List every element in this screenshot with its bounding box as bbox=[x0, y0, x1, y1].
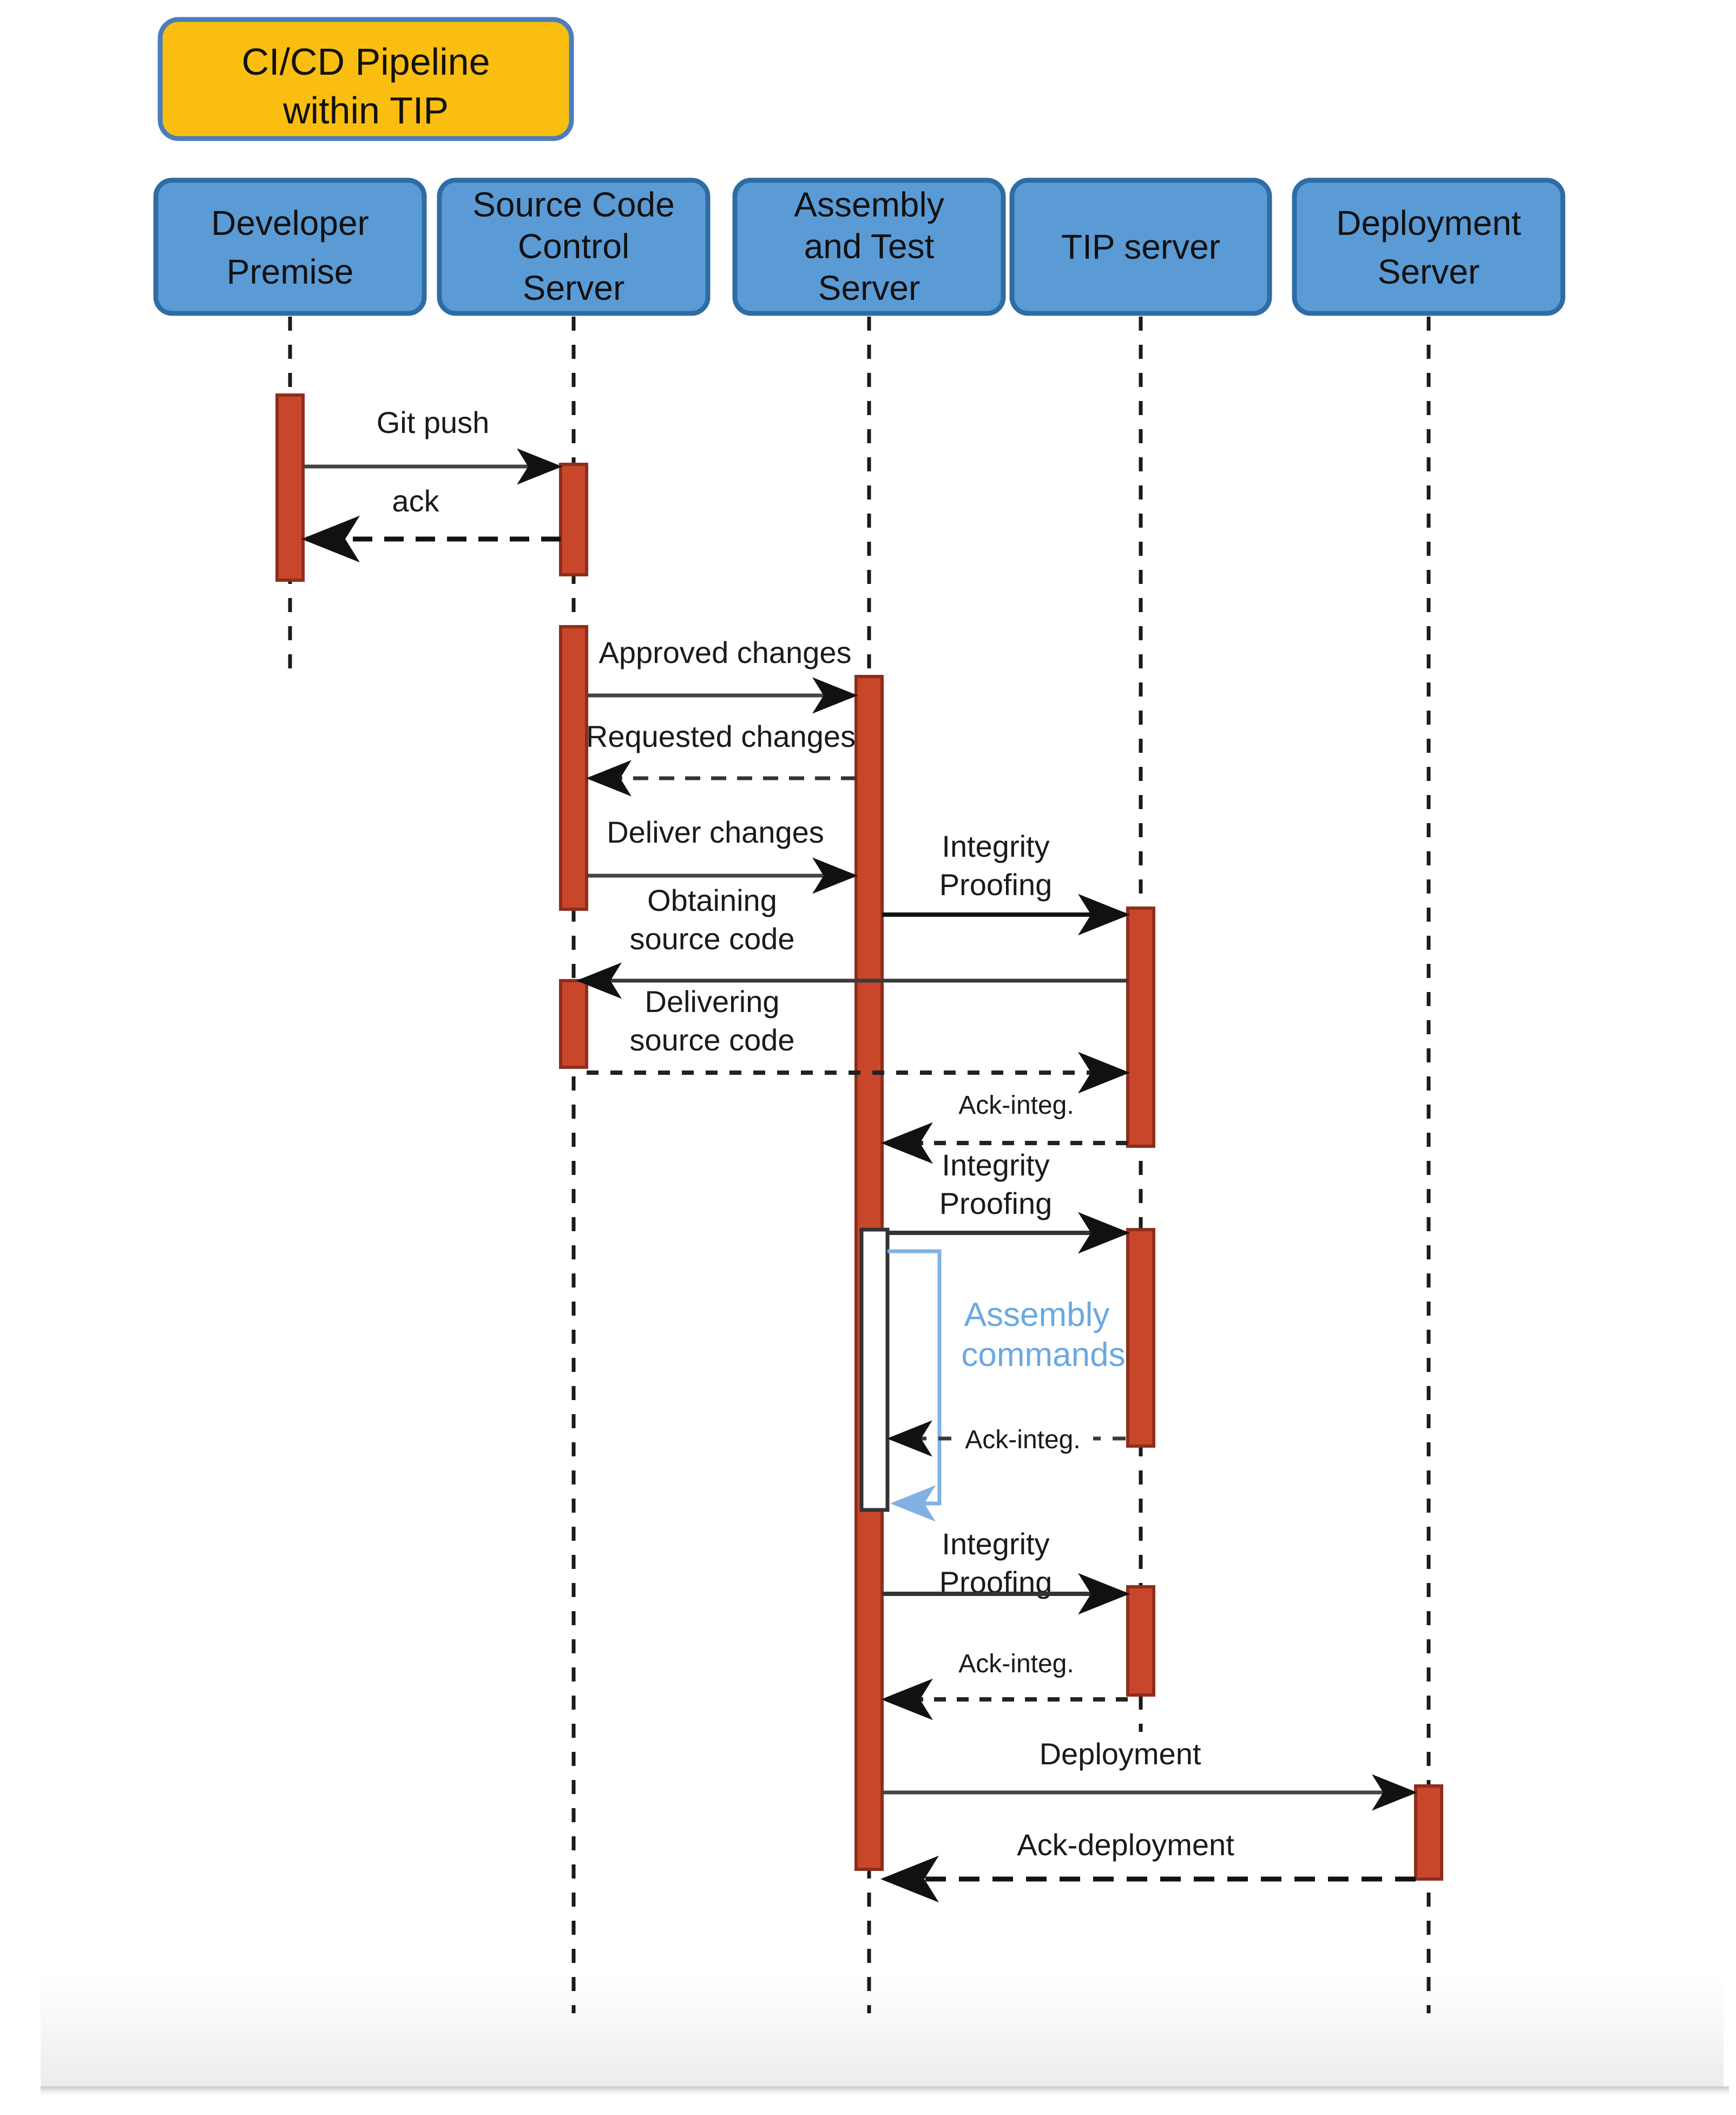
activation-deploy-1 bbox=[1414, 1784, 1443, 1881]
message-obtaining-source-code-line-2: source code bbox=[629, 922, 794, 956]
participant-tip-line-1: TIP server bbox=[1061, 227, 1220, 266]
message-integrity-proofing-3-line-1: Integrity bbox=[942, 1527, 1049, 1561]
participant-dev-line-2: Premise bbox=[227, 252, 354, 291]
activation-dev-1 bbox=[275, 393, 305, 582]
message-requested-changes-label: Requested changes bbox=[586, 719, 856, 753]
activation-tip-2 bbox=[1126, 1228, 1155, 1448]
message-ack-integ-1: Ack-integ. bbox=[881, 1091, 1128, 1164]
activation-assem-nested bbox=[859, 1227, 890, 1512]
participant-deploy[interactable]: Deployment Server bbox=[1292, 178, 1566, 316]
message-obtaining-source-code-line-1: Obtaining bbox=[647, 883, 777, 917]
message-approved-changes: Approved changes bbox=[587, 635, 858, 714]
message-git-push-label: Git push bbox=[377, 405, 490, 439]
participant-assem-line-2: and Test bbox=[804, 227, 935, 266]
message-deployment-label: Deployment bbox=[1040, 1737, 1201, 1771]
message-deliver-changes: Deliver changes bbox=[587, 815, 858, 894]
message-ack-integ-1-label: Ack-integ. bbox=[958, 1091, 1074, 1120]
activation-bars bbox=[275, 393, 1443, 1881]
message-ack-label: ack bbox=[392, 484, 439, 518]
participant-scc-line-1: Source Code bbox=[472, 185, 675, 224]
activation-tip-3 bbox=[1126, 1585, 1155, 1697]
title-box-rect bbox=[157, 17, 574, 141]
message-integrity-proofing-1: Integrity Proofing bbox=[882, 829, 1130, 936]
message-assembly-commands: Assembly commands bbox=[887, 1249, 1126, 1522]
participant-tip[interactable]: TIP server bbox=[1009, 178, 1272, 316]
participant-scc-line-3: Server bbox=[523, 268, 625, 307]
participant-assem-line-1: Assembly bbox=[794, 185, 944, 224]
participant-box-assem[interactable] bbox=[732, 178, 1006, 316]
message-ack: ack bbox=[301, 484, 561, 563]
activation-scc-2 bbox=[559, 625, 588, 911]
message-delivering-source-code-line-2: source code bbox=[629, 1023, 794, 1057]
message-ack-integ-2-label-bg bbox=[952, 1418, 1093, 1459]
message-integrity-proofing-1-line-2: Proofing bbox=[939, 868, 1053, 902]
message-deployment: Deployment bbox=[882, 1737, 1417, 1811]
message-integrity-proofing-1-line-1: Integrity bbox=[942, 829, 1049, 863]
participant-box-deploy[interactable] bbox=[1292, 178, 1566, 316]
activation-scc-3 bbox=[559, 979, 588, 1069]
message-assembly-commands-line-1: Assembly bbox=[964, 1296, 1110, 1334]
message-ack-deployment-label: Ack-deployment bbox=[1017, 1828, 1234, 1862]
activation-tip-1 bbox=[1126, 907, 1155, 1148]
title-box: CI/CD Pipeline within TIP bbox=[157, 17, 574, 141]
message-ack-integ-2-label: Ack-integ. bbox=[965, 1426, 1080, 1454]
message-integrity-proofing-3: Integrity Proofing bbox=[882, 1527, 1130, 1615]
participant-assem[interactable]: Assembly and Test Server bbox=[732, 178, 1006, 316]
message-deliver-changes-label: Deliver changes bbox=[607, 815, 824, 849]
message-git-push: Git push bbox=[303, 405, 562, 485]
participant-deploy-line-1: Deployment bbox=[1336, 203, 1521, 242]
participant-scc[interactable]: Source Code Control Server bbox=[437, 178, 711, 316]
message-integrity-proofing-2: Integrity Proofing bbox=[887, 1148, 1130, 1254]
participant-deploy-line-2: Server bbox=[1378, 252, 1480, 291]
message-assembly-commands-selfloop bbox=[887, 1249, 942, 1522]
message-delivering-source-code: Delivering source code bbox=[587, 984, 1130, 1094]
participant-box-dev[interactable] bbox=[153, 178, 427, 316]
participant-dev[interactable]: Developer Premise bbox=[153, 178, 427, 316]
message-ack-integ-3: Ack-integ. bbox=[881, 1650, 1128, 1720]
message-assembly-commands-line-2: commands bbox=[961, 1336, 1125, 1374]
message-integrity-proofing-2-line-2: Proofing bbox=[939, 1186, 1053, 1220]
participant-assem-line-3: Server bbox=[818, 268, 920, 307]
participant-dev-line-1: Developer bbox=[211, 203, 369, 242]
message-approved-changes-label: Approved changes bbox=[599, 635, 851, 669]
message-ack-integ-2: Ack-integ. bbox=[887, 1418, 1126, 1459]
message-integrity-proofing-2-line-1: Integrity bbox=[942, 1148, 1049, 1182]
participant-box-scc[interactable] bbox=[437, 178, 711, 316]
message-requested-changes: Requested changes bbox=[586, 719, 856, 797]
message-delivering-source-code-line-1: Delivering bbox=[645, 984, 780, 1019]
title-line-2: within TIP bbox=[282, 89, 449, 132]
title-line-1: CI/CD Pipeline bbox=[241, 41, 490, 83]
message-ack-deployment: Ack-deployment bbox=[880, 1828, 1416, 1903]
message-obtaining-source-code: Obtaining source code bbox=[576, 883, 1128, 999]
activation-scc-1 bbox=[559, 463, 588, 576]
participant-scc-line-2: Control bbox=[518, 227, 629, 266]
message-ack-integ-3-label: Ack-integ. bbox=[958, 1650, 1074, 1678]
participant-box-tip[interactable] bbox=[1009, 178, 1272, 316]
